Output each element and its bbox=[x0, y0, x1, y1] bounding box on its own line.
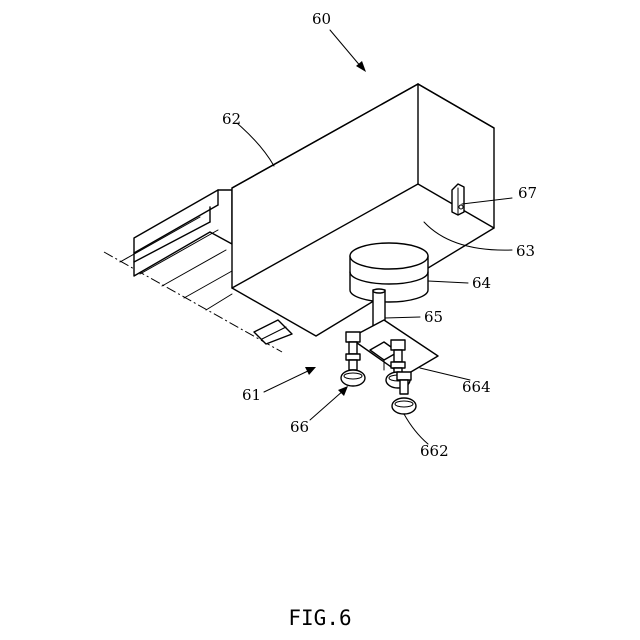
label-60: 60 bbox=[312, 10, 331, 28]
label-63: 63 bbox=[516, 242, 535, 260]
label-64: 64 bbox=[472, 274, 491, 292]
motor-drum bbox=[350, 243, 428, 302]
figure-caption: FIG.6 bbox=[0, 606, 640, 630]
label-662: 662 bbox=[420, 442, 449, 460]
label-61: 61 bbox=[242, 386, 261, 404]
sensor-unit bbox=[452, 184, 464, 215]
label-65: 65 bbox=[424, 308, 443, 326]
label-66: 66 bbox=[290, 418, 309, 436]
label-67: 67 bbox=[518, 184, 537, 202]
label-664: 664 bbox=[462, 378, 491, 396]
label-62: 62 bbox=[222, 110, 241, 128]
